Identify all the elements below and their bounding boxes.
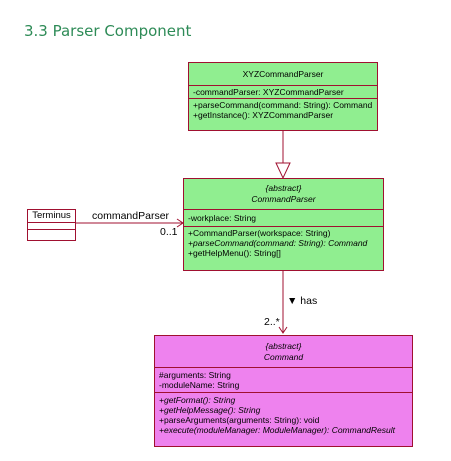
terminus-class: Terminus [27, 209, 76, 241]
class-stereotype: {abstract} [265, 183, 302, 193]
section-heading: 3.3 Parser Component [24, 22, 192, 40]
class-name: CommandParser [251, 194, 316, 204]
class-attributes: -workplace: String [184, 210, 383, 227]
association-label-commandparser: commandParser [92, 210, 170, 222]
method: +execute(moduleManager: ModuleManager): … [159, 425, 395, 435]
generalization-arrowhead [275, 162, 291, 180]
command-parser-class: {abstract} CommandParser -workplace: Str… [183, 178, 384, 271]
association-label-has: ▼ has [287, 295, 318, 307]
method: +getHelpMenu(): String[] [188, 248, 281, 258]
class-methods: +getFormat(): String +getHelpMessage(): … [155, 393, 412, 437]
class-title: {abstract} Command [155, 336, 412, 368]
attribute: -commandParser: XYZCommandParser [193, 87, 344, 97]
multiplicity-0-1: 0..1 [160, 226, 178, 238]
attribute: -workplace: String [188, 213, 257, 223]
method: +getFormat(): String [159, 395, 236, 405]
xyz-command-parser-class: XYZCommandParser -commandParser: XYZComm… [188, 62, 378, 131]
class-title: XYZCommandParser [189, 63, 377, 86]
command-class: {abstract} Command #arguments: String -m… [154, 335, 413, 447]
class-attributes: #arguments: String -moduleName: String [155, 368, 412, 393]
class-name: XYZCommandParser [242, 69, 324, 79]
attribute: #arguments: String [159, 370, 231, 380]
class-methods: +CommandParser(workspace: String) +parse… [184, 227, 383, 259]
multiplicity-2-many: 2..* [264, 316, 280, 328]
association-arrowhead-has [278, 326, 288, 334]
method: +parseArguments(arguments: String): void [159, 415, 320, 425]
class-name: Terminus [28, 210, 75, 223]
method: +parseCommand(command: String): Command [193, 100, 373, 110]
method: +CommandParser(workspace: String) [188, 228, 331, 238]
method: +parseCommand(command: String): Command [188, 238, 368, 248]
attribute: -moduleName: String [159, 380, 240, 390]
class-methods: +parseCommand(command: String): Command … [189, 99, 377, 121]
class-name: Command [263, 352, 304, 362]
method: +getHelpMessage(): String [159, 405, 261, 415]
class-title: {abstract} CommandParser [184, 179, 383, 210]
class-attributes [28, 223, 75, 230]
class-stereotype: {abstract} [265, 341, 302, 351]
method: +getInstance(): XYZCommandParser [193, 110, 334, 120]
class-attributes: -commandParser: XYZCommandParser [189, 86, 377, 99]
